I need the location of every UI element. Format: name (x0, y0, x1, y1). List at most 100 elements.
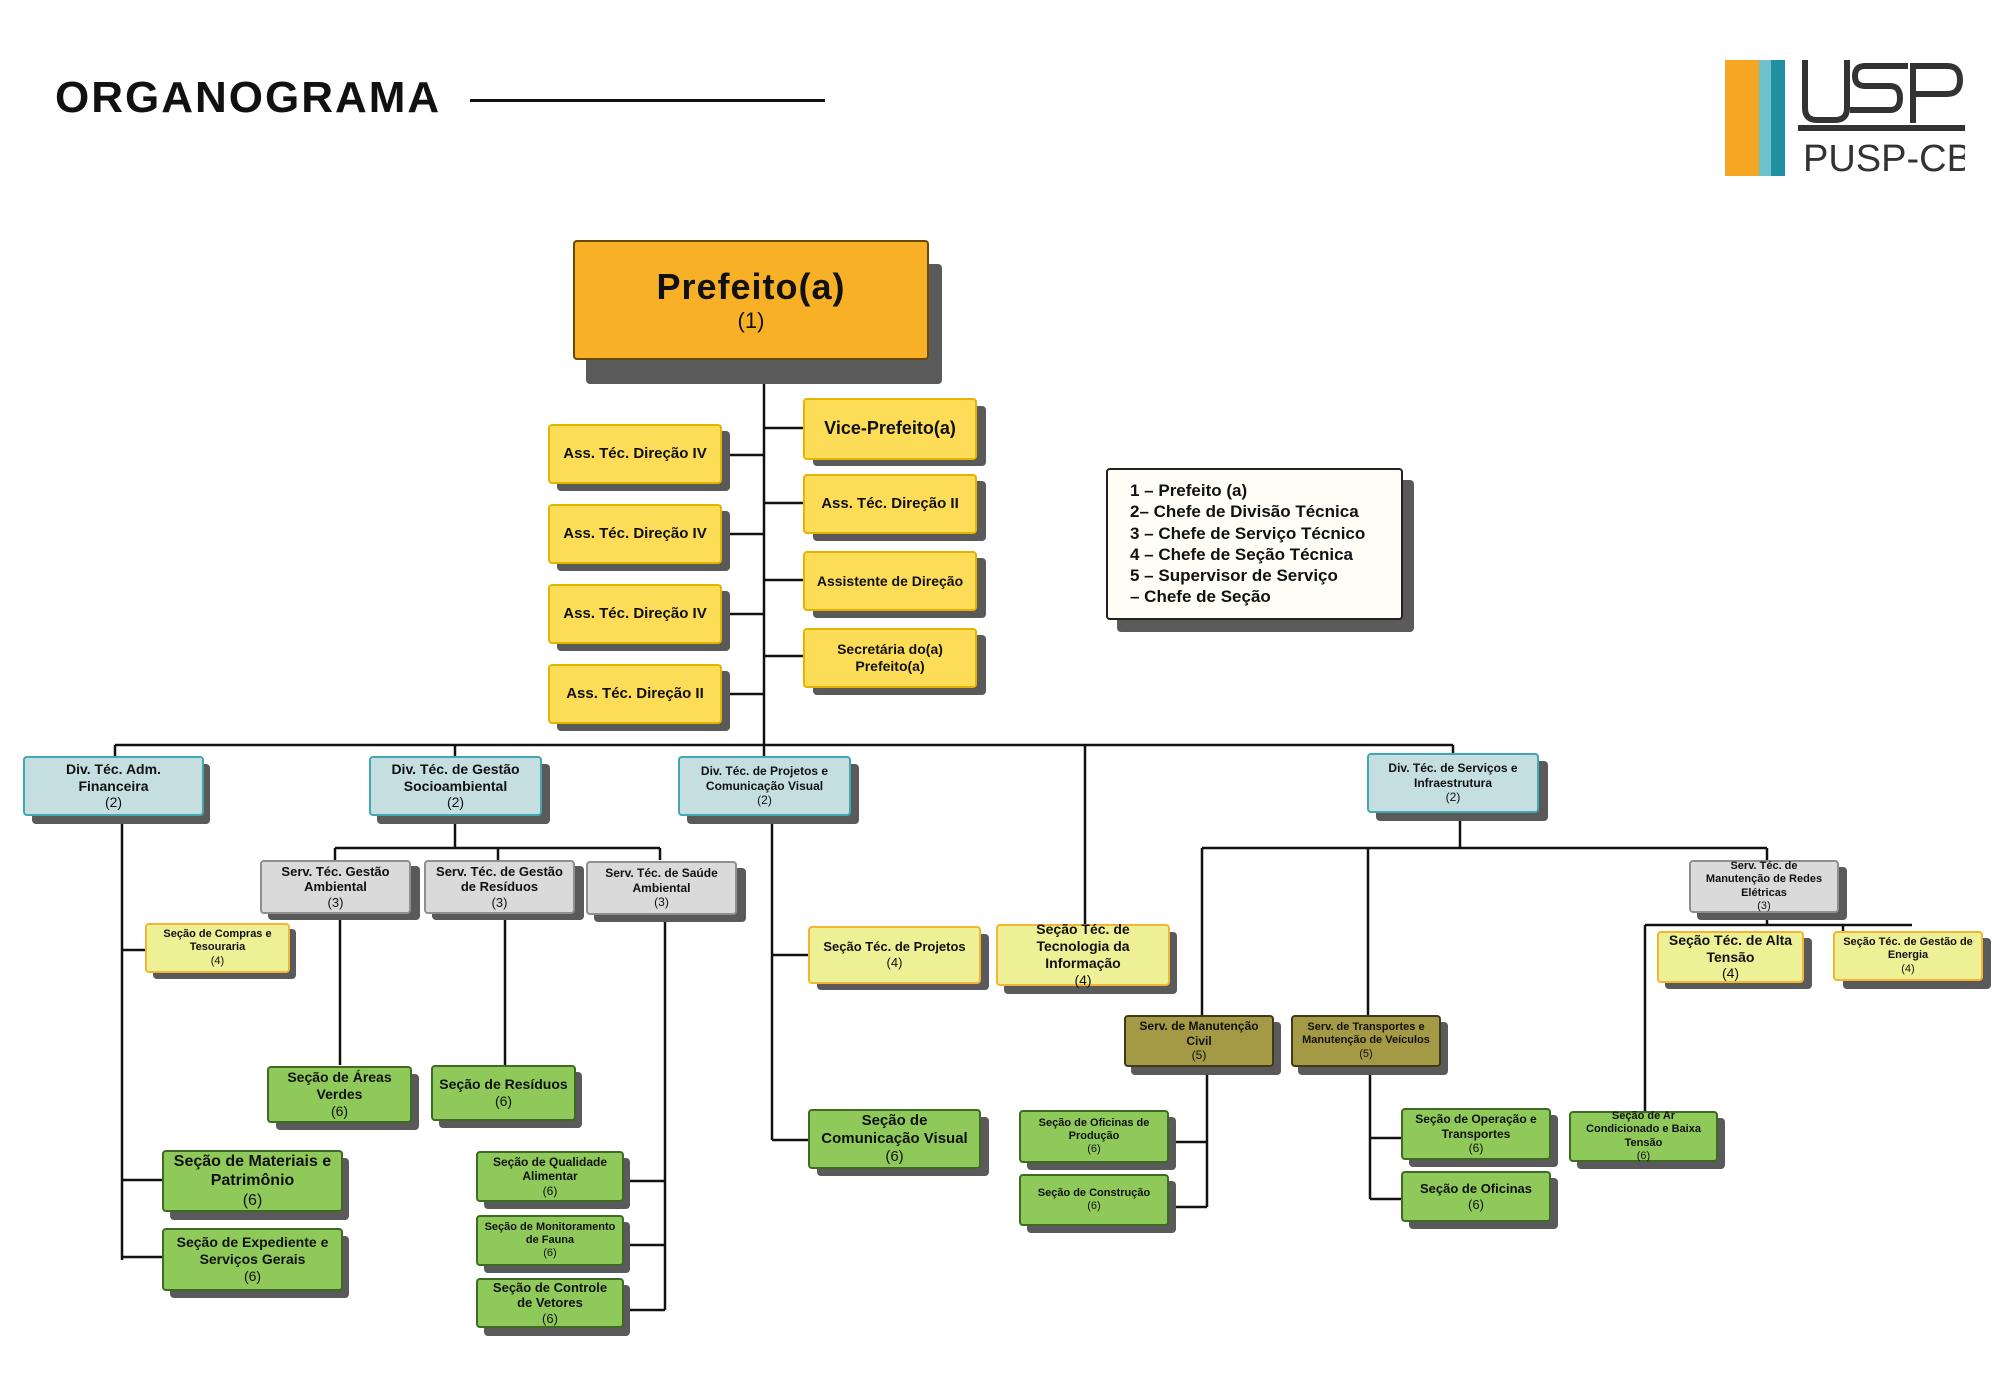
node-title: Div. Téc. Adm. Financeira (66, 760, 161, 794)
node-title: Secretária do(a) Prefeito(a) (837, 641, 943, 674)
node-sec-proj: Seção Téc. de Projetos (4) (808, 926, 981, 984)
node-title: Ass. Téc. Direção IV (563, 605, 707, 622)
node-code: (6) (330, 1102, 349, 1119)
node-code: (3) (491, 894, 508, 910)
node-div-proj: Div. Téc. de Projetos e Comunicação Visu… (678, 756, 851, 816)
node-title: Seção Téc. de Projetos (823, 939, 966, 955)
node-code: (6) (243, 1267, 262, 1284)
node-title: Seção de Áreas Verdes (287, 1069, 392, 1103)
node-div-socio: Div. Téc. de Gestão Socioambiental (2) (369, 756, 542, 816)
node-code: (4) (1721, 965, 1740, 982)
node-assistente: Assistente de Direção (803, 551, 977, 611)
node-title: Serv. Téc. Gestão Ambiental (281, 863, 390, 895)
node-title: Vice-Prefeito(a) (824, 418, 956, 439)
node-code: (6) (1468, 1196, 1484, 1212)
node-sec-materiais: Seção de Materiais e Patrimônio (6) (162, 1150, 343, 1212)
node-code: (6) (242, 1191, 263, 1209)
node-title: Seção de Oficinas (1420, 1180, 1532, 1196)
node-code: (5) (1359, 1047, 1373, 1060)
node-title: Div. Téc. de Projetos e Comunicação Visu… (700, 764, 829, 793)
node-title: Serv. Téc. de Manutenção de Redes Elétri… (1705, 860, 1823, 899)
node-title: Seção de Resíduos (439, 1076, 568, 1093)
node-title: Seção de Expediente e Serviços Gerais (176, 1234, 329, 1268)
node-serv-redes: Serv. Téc. de Manutenção de Redes Elétri… (1689, 860, 1839, 913)
node-code: (6) (1468, 1141, 1484, 1156)
node-sec-alta: Seção Téc. de Alta Tensão (4) (1657, 931, 1804, 983)
legend-line: 1 – Prefeito (a) (1130, 481, 1248, 500)
node-code: (2) (757, 793, 772, 808)
node-sec-areas: Seção de Áreas Verdes (6) (267, 1066, 412, 1123)
node-title: Seção de Comunicação Visual (821, 1112, 968, 1147)
node-title: Seção de Monitoramento de Fauna (484, 1220, 616, 1246)
node-sec-oficinas-prod: Seção de Oficinas de Produção (6) (1019, 1110, 1169, 1163)
node-serv-residuos: Serv. Téc. de Gestão de Resíduos (3) (424, 860, 575, 914)
node-title: Ass. Téc. Direção IV (563, 445, 707, 462)
node-secretaria: Secretária do(a) Prefeito(a) (803, 628, 977, 688)
node-title: Serv. de Manutenção Civil (1139, 1019, 1259, 1048)
node-code: (6) (1087, 1200, 1101, 1212)
node-title: Seção Téc. de Tecnologia da Informação (1036, 921, 1130, 971)
node-code: (6) (1087, 1143, 1101, 1156)
page-title: ORGANOGRAMA (55, 73, 442, 122)
node-code: (6) (885, 1148, 904, 1165)
node-code: (2) (446, 794, 465, 811)
usp-logo: PUSP-CB (1725, 60, 1965, 178)
node-serv-transp: Serv. de Transportes e Manutenção de Veí… (1291, 1015, 1441, 1067)
node-title: Seção de Ar Condicionado e Baixa Tensão (1586, 1110, 1701, 1149)
node-sec-qualidade: Seção de Qualidade Alimentar (6) (476, 1151, 624, 1202)
node-title: Seção de Qualidade Alimentar (492, 1154, 608, 1184)
legend-line: 2– Chefe de Divisão Técnica (1130, 502, 1359, 522)
node-sec-energia: Seção Téc. de Gestão de Energia (4) (1833, 931, 1983, 981)
node-sec-compras: Seção de Compras e Tesouraria (4) (145, 923, 290, 973)
node-title: Ass. Téc. Direção II (566, 685, 704, 702)
node-title: Seção de Materiais e Patrimônio (173, 1153, 332, 1190)
node-title: Seção de Compras e Tesouraria (163, 928, 272, 954)
node-vice: Vice-Prefeito(a) (803, 398, 977, 460)
node-sec-fauna: Seção de Monitoramento de Fauna (6) (476, 1215, 624, 1266)
node-sec-ti: Seção Téc. de Tecnologia da Informação (… (996, 921, 1170, 988)
legend-box: 1 – Prefeito (a) 2– Chefe de Divisão Téc… (1106, 468, 1403, 620)
node-title: Seção de Oficinas de Produção (1038, 1116, 1150, 1142)
node-sec-construcao: Seção de Construção (6) (1019, 1174, 1169, 1226)
node-prefeito: Prefeito(a) (1) (573, 240, 929, 360)
node-title: Seção de Construção (1037, 1186, 1151, 1199)
node-code: (4) (1901, 962, 1915, 975)
node-ass-iv-3: Ass. Téc. Direção IV (548, 584, 722, 644)
node-title: Serv. Téc. de Saúde Ambiental (605, 866, 718, 895)
legend-line: 5 – Supervisor de Serviço (1130, 566, 1338, 585)
legend-line: – Chefe de Seção (1130, 587, 1271, 607)
node-title: Seção de Controle de Vetores (492, 1279, 608, 1311)
node-code: (3) (327, 894, 344, 910)
node-code: (6) (494, 1093, 513, 1109)
node-ass-iv-2: Ass. Téc. Direção IV (548, 504, 722, 564)
node-title: Div. Téc. de Gestão Socioambiental (391, 760, 520, 794)
node-sec-vetores: Seção de Controle de Vetores (6) (476, 1278, 624, 1328)
node-code: (6) (542, 1183, 558, 1198)
node-code: (3) (1757, 899, 1771, 912)
legend-line: 4 – Chefe de Seção Técnica (1130, 544, 1353, 564)
node-ass-ii-right: Ass. Téc. Direção II (803, 474, 977, 534)
node-serv-saude: Serv. Téc. de Saúde Ambiental (3) (586, 861, 737, 915)
node-code: (6) (542, 1310, 558, 1326)
node-title: Seção Téc. de Gestão de Energia (1843, 936, 1973, 962)
node-title: Ass. Téc. Direção IV (563, 525, 707, 542)
node-title: Seção de Operação e Transportes (1415, 1112, 1537, 1141)
node-title: Serv. Téc. de Gestão de Resíduos (436, 863, 563, 895)
node-sec-operacao: Seção de Operação e Transportes (6) (1401, 1108, 1551, 1160)
legend-line: 3 – Chefe de Serviço Técnico (1130, 523, 1366, 543)
node-code: (6) (1636, 1149, 1651, 1162)
node-code: (5) (1191, 1048, 1207, 1063)
node-title: Div. Téc. de Serviços e Infraestrutura (1388, 761, 1518, 790)
node-code: (4) (210, 954, 225, 967)
node-div-infra: Div. Téc. de Serviços e Infraestrutura (… (1367, 753, 1539, 813)
node-code: (2) (1445, 790, 1461, 805)
node-code: (1) (737, 308, 765, 334)
node-serv-civil: Serv. de Manutenção Civil (5) (1124, 1015, 1274, 1067)
node-sec-ar: Seção de Ar Condicionado e Baixa Tensão … (1569, 1110, 1718, 1162)
node-ass-iv-1: Ass. Téc. Direção IV (548, 424, 722, 484)
node-div-adm: Div. Téc. Adm. Financeira (2) (23, 756, 204, 816)
node-sec-res: Seção de Resíduos (6) (431, 1065, 576, 1121)
title-rule (470, 99, 825, 102)
